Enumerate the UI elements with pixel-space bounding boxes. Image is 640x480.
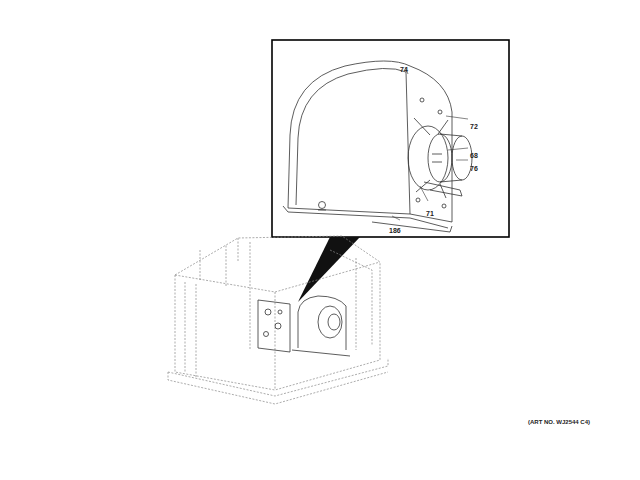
label-holder: 68 (470, 144, 478, 162)
label-holder: 186 (389, 219, 401, 237)
callout-number: 74 (400, 66, 408, 73)
callout-number: 72 (470, 123, 478, 130)
label-holder: 74 (400, 58, 408, 76)
callout-number: 76 (470, 165, 478, 172)
callout-number: 186 (389, 227, 401, 234)
inset-frame (272, 40, 509, 237)
label-holder: 72 (470, 115, 478, 133)
label-holder: 76 (470, 157, 478, 175)
label-holder: (ART NO. WJ2544 C4) (528, 410, 590, 428)
packaged-unit (168, 236, 388, 404)
label-holder: 71 (426, 202, 434, 220)
zoom-pointer (298, 237, 360, 302)
unit-blower (258, 296, 350, 356)
leader-lines (392, 67, 468, 220)
callout-number: 68 (470, 152, 478, 159)
art-number: (ART NO. WJ2544 C4) (528, 419, 590, 425)
callout-number: 71 (426, 210, 434, 217)
blower-housing (283, 61, 472, 232)
